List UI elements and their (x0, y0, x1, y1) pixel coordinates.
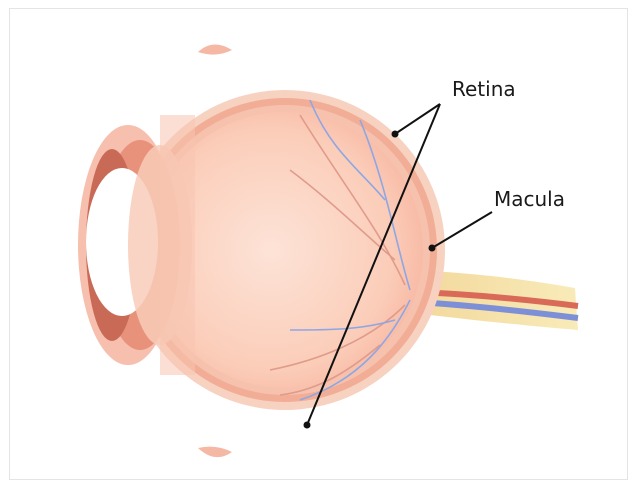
macula-marker (429, 245, 436, 252)
lower-eyelid (198, 447, 232, 457)
macula-label: Macula (494, 187, 565, 211)
retina-marker-upper (392, 131, 399, 138)
upper-eyelid (198, 44, 232, 54)
retina-label: Retina (452, 77, 516, 101)
retina-marker-lower (304, 422, 311, 429)
vitreous-front-band (160, 115, 195, 375)
